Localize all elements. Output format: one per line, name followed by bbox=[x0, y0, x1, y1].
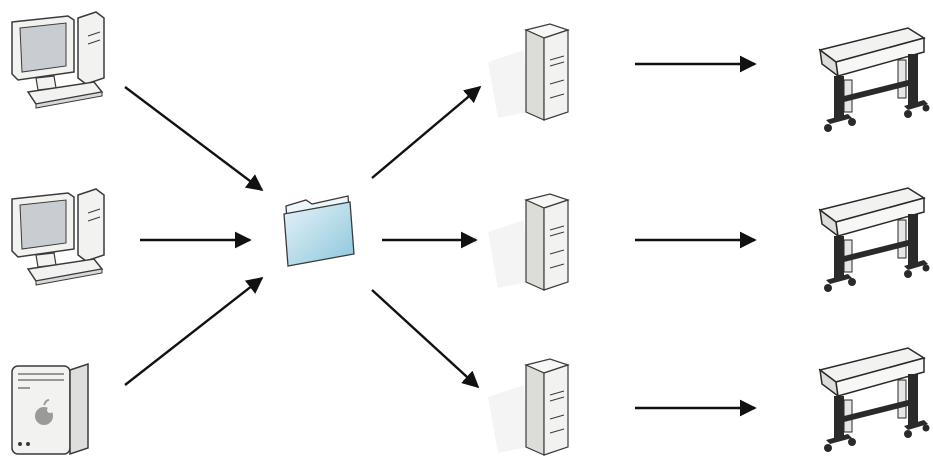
server-tower-icon bbox=[488, 193, 570, 291]
desktop-pc-icon bbox=[11, 188, 105, 286]
large-format-printer-icon bbox=[818, 347, 930, 452]
server-tower-icon bbox=[488, 23, 570, 121]
apple-logo-icon bbox=[35, 399, 53, 425]
large-format-printer-icon bbox=[818, 27, 930, 132]
desktop-pc-icon bbox=[11, 11, 105, 109]
server-tower-icon bbox=[488, 358, 570, 456]
edge-client1-folder bbox=[124, 86, 264, 192]
edge-folder-server1 bbox=[371, 85, 482, 179]
mac-tower-icon bbox=[11, 362, 89, 456]
edge-folder-server3 bbox=[371, 289, 480, 389]
large-format-printer-icon bbox=[818, 187, 930, 292]
folder-icon bbox=[283, 195, 355, 267]
edge-client3-folder bbox=[124, 276, 264, 386]
